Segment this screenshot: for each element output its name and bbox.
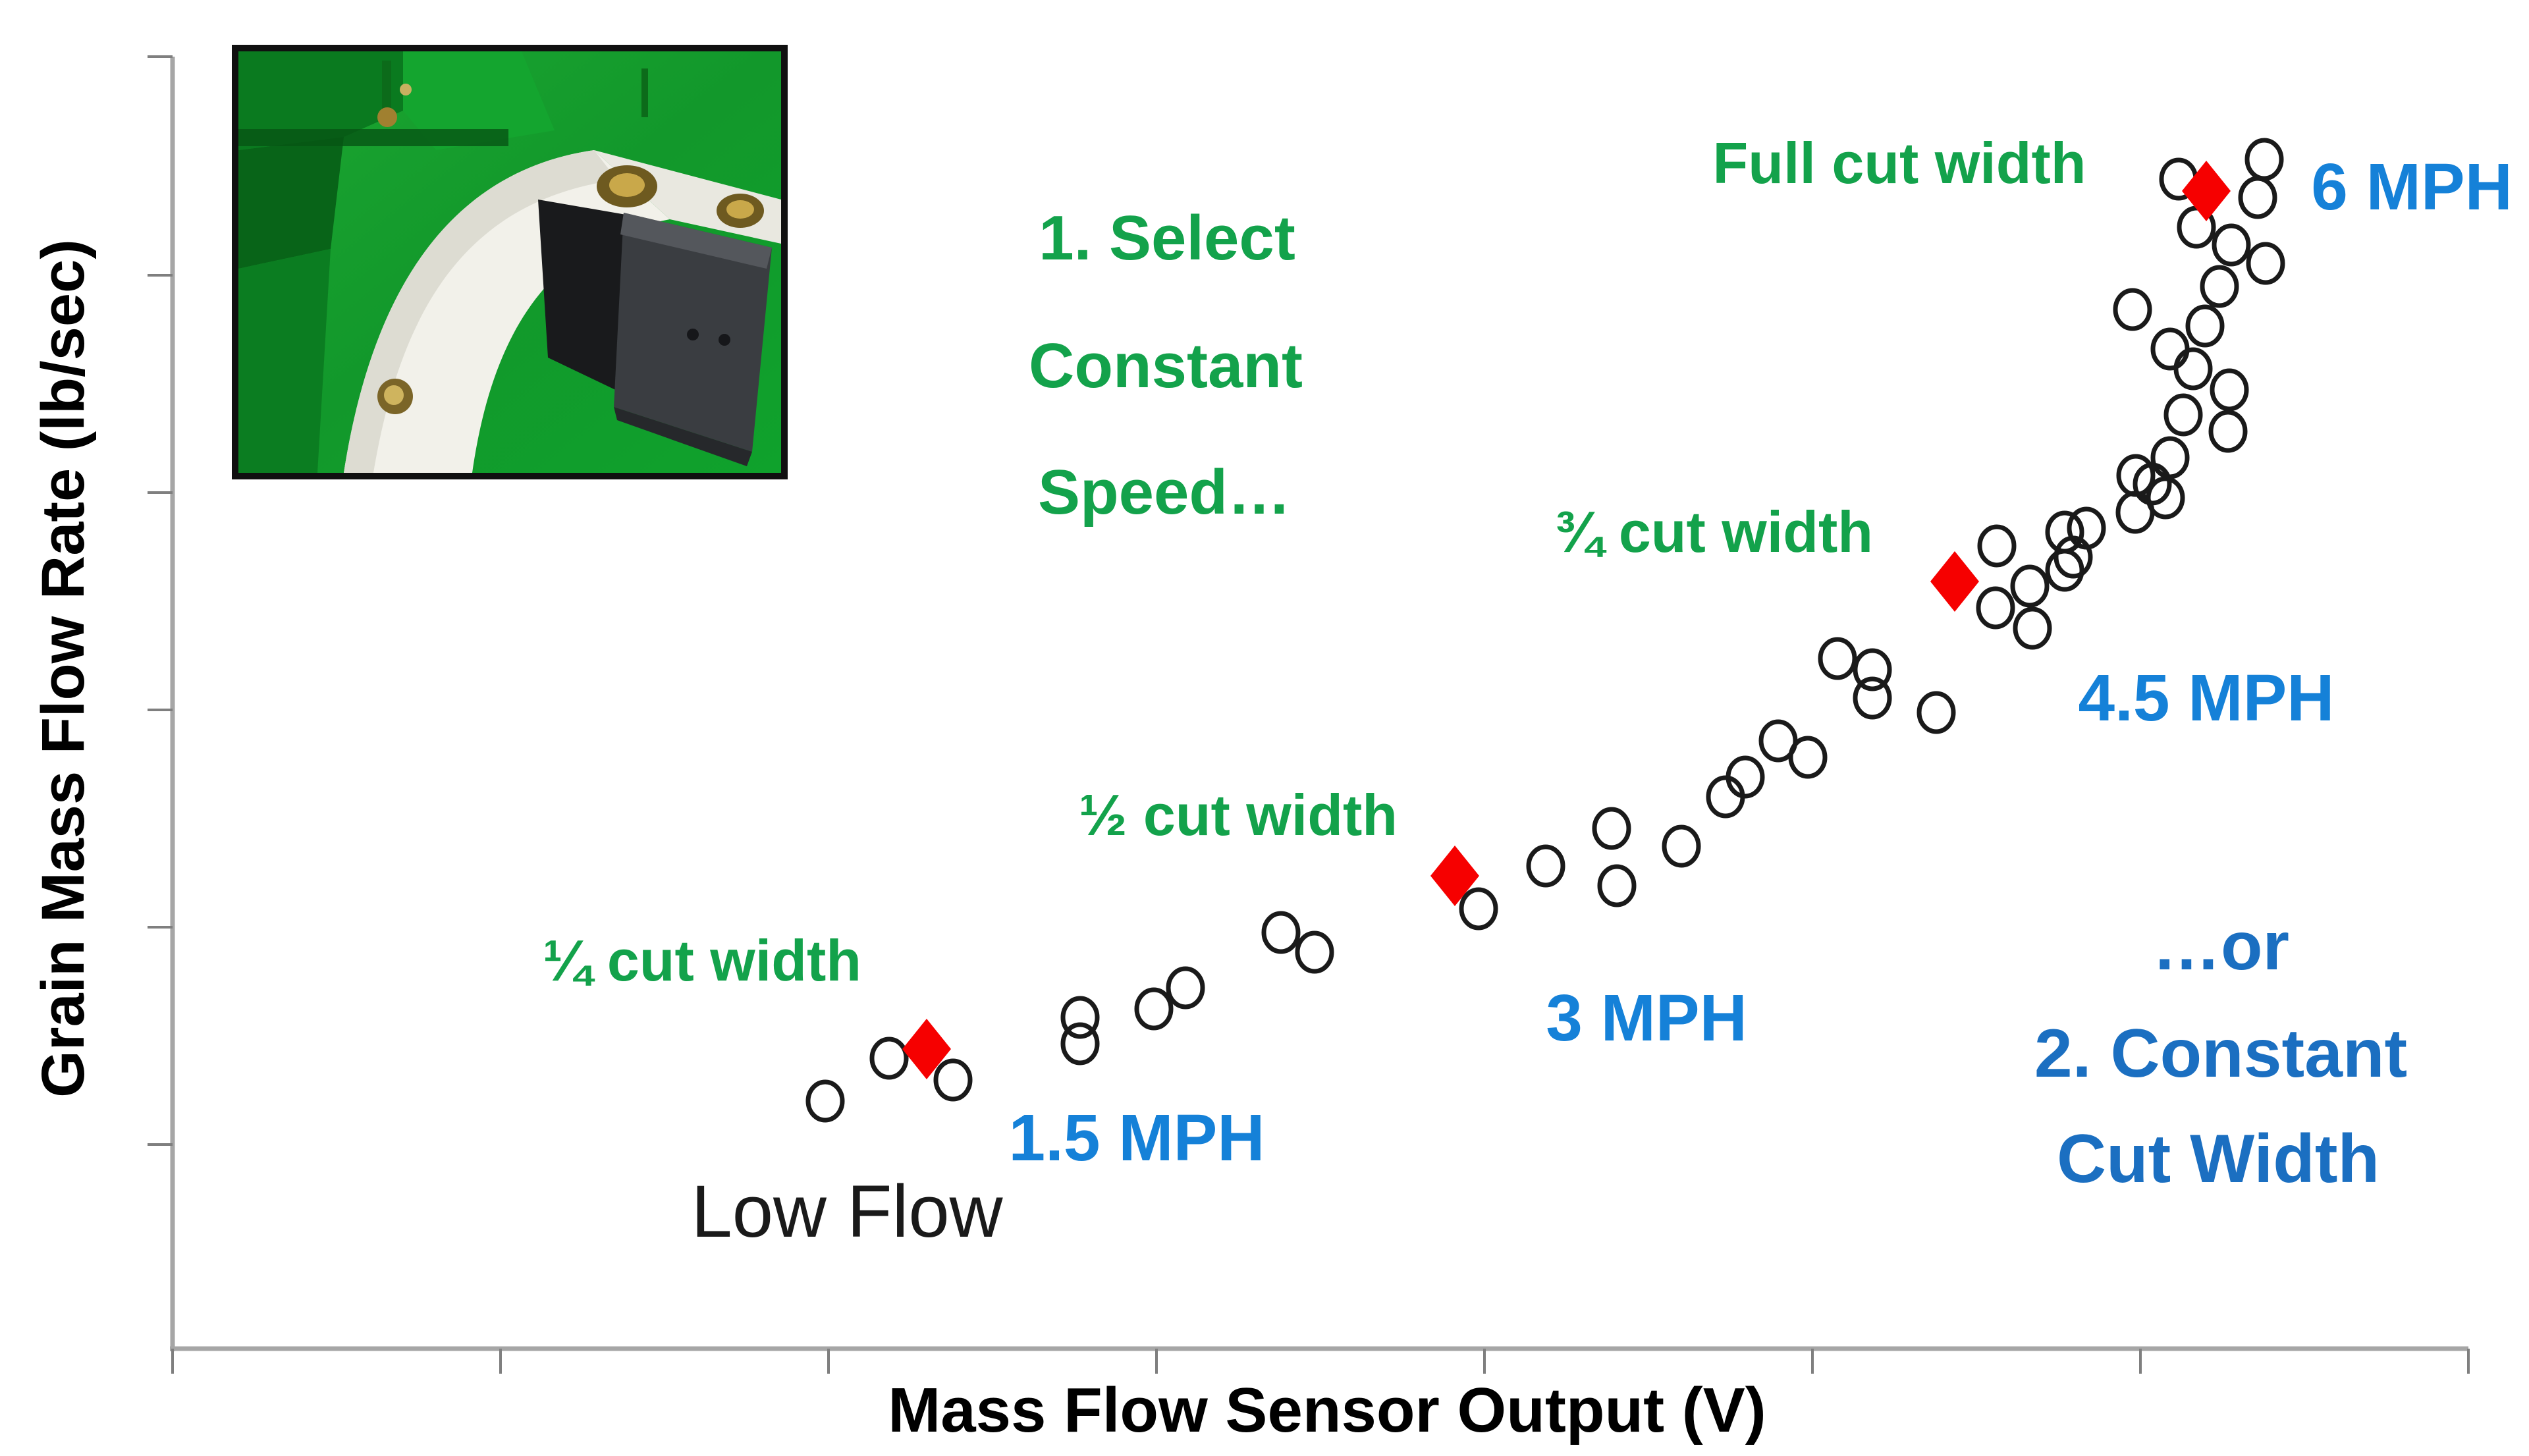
data-point-circle bbox=[869, 1037, 909, 1080]
data-point-circle bbox=[1758, 719, 1798, 763]
data-point-circle bbox=[1060, 1022, 1100, 1065]
data-point-circle bbox=[1261, 911, 1301, 954]
data-point-circle bbox=[1166, 966, 1205, 1010]
x-axis-title: Mass Flow Sensor Output (V) bbox=[888, 1375, 1766, 1445]
sensor-inset-photo bbox=[232, 45, 788, 479]
data-point-circle bbox=[1706, 775, 1745, 819]
small-bolt bbox=[400, 84, 412, 95]
step1-line2: Constant bbox=[1029, 331, 1303, 401]
machinery-panel bbox=[403, 51, 555, 150]
option2-line1: …or bbox=[2152, 908, 2289, 984]
plate-hole bbox=[719, 334, 730, 346]
full-cut-width-label: Full cut width bbox=[1712, 130, 2086, 196]
data-point-circle bbox=[2053, 535, 2093, 579]
data-point-circle bbox=[1976, 586, 2015, 630]
data-point-circle bbox=[1060, 996, 1100, 1039]
machinery-panel bbox=[238, 249, 331, 473]
small-bolt bbox=[377, 107, 397, 127]
speed-1-5-mph-label: 1.5 MPH bbox=[1008, 1101, 1265, 1175]
data-point-circle bbox=[2163, 393, 2203, 437]
data-point-circle bbox=[2013, 607, 2052, 650]
speed-3-mph-label: 3 MPH bbox=[1546, 981, 1747, 1055]
sensor-bracket bbox=[538, 200, 634, 394]
brass-bolt-head bbox=[384, 385, 404, 405]
machinery-panel bbox=[238, 51, 403, 150]
data-point-circle bbox=[2210, 368, 2249, 412]
data-point-circle bbox=[1726, 755, 1765, 799]
option2-line3: Cut Width bbox=[2057, 1121, 2379, 1197]
plate-hole bbox=[687, 329, 699, 340]
data-point-circle bbox=[1853, 676, 1892, 720]
half-cut-width-label: ½ cut width bbox=[1079, 782, 1398, 848]
data-point-circle bbox=[2238, 176, 2277, 219]
frame-bar bbox=[641, 68, 648, 117]
data-point-circle bbox=[1134, 987, 1174, 1031]
speed-4-5-mph-label: 4.5 MPH bbox=[2078, 661, 2335, 735]
data-point-circle bbox=[1917, 691, 1956, 734]
data-point-circle bbox=[1526, 844, 1565, 888]
data-point-circle bbox=[2010, 564, 2050, 608]
data-point-circle bbox=[2185, 304, 2225, 348]
y-axis-title: Grain Mass Flow Rate (lb/sec) bbox=[30, 239, 97, 1098]
step1-line1: 1. Select bbox=[1039, 203, 1295, 273]
data-point-circle bbox=[1295, 930, 1334, 974]
data-point-circle bbox=[2200, 265, 2239, 308]
data-point-circle bbox=[933, 1058, 973, 1102]
white-band-shadow-edge bbox=[344, 150, 617, 473]
brass-bolt-head bbox=[609, 173, 645, 197]
data-point-circle bbox=[2173, 347, 2213, 391]
data-point-circle bbox=[2208, 410, 2248, 453]
frame-bar bbox=[382, 61, 391, 116]
data-point-circle bbox=[1818, 637, 1857, 680]
data-point-circle bbox=[2045, 549, 2084, 592]
low-flow-label: Low Flow bbox=[691, 1170, 1003, 1253]
step1-line3: Speed… bbox=[1037, 457, 1292, 527]
data-point-circle bbox=[1592, 807, 1631, 850]
machinery-shadow bbox=[238, 137, 344, 269]
data-point-circle bbox=[1977, 524, 2017, 568]
three-quarter-cut-width-label: ¾ cut width bbox=[1554, 499, 1873, 564]
speed-6-mph-label: 6 MPH bbox=[2311, 150, 2513, 224]
calibration-diamond bbox=[902, 1019, 951, 1079]
data-point-circle bbox=[2246, 242, 2285, 285]
data-point-circle bbox=[2212, 223, 2251, 267]
calibration-diamond bbox=[1930, 551, 1979, 612]
data-point-circle bbox=[1662, 824, 1701, 868]
data-point-circle bbox=[2150, 436, 2190, 479]
calibration-diamond bbox=[2182, 161, 2231, 221]
data-point-circle bbox=[2150, 327, 2190, 371]
calibration-diamond bbox=[1430, 846, 1479, 906]
data-point-circle bbox=[1459, 887, 1498, 930]
sensor-photo-art bbox=[238, 51, 781, 473]
data-point-circle bbox=[1853, 648, 1892, 691]
brass-bolt-head bbox=[726, 200, 754, 219]
data-point-circle bbox=[2113, 288, 2152, 331]
data-point-circle bbox=[2115, 491, 2155, 534]
quarter-cut-width-label: ¼ cut width bbox=[543, 928, 861, 993]
data-point-circle bbox=[1788, 736, 1828, 779]
plate-top-bevel bbox=[620, 213, 772, 269]
data-point-circle bbox=[2244, 138, 2284, 181]
data-point-circle bbox=[1597, 864, 1637, 907]
option2-line2: 2. Constant bbox=[2034, 1015, 2408, 1092]
plate-bottom-edge bbox=[614, 407, 752, 466]
data-point-circle bbox=[805, 1079, 845, 1123]
machinery-edge bbox=[238, 129, 508, 146]
